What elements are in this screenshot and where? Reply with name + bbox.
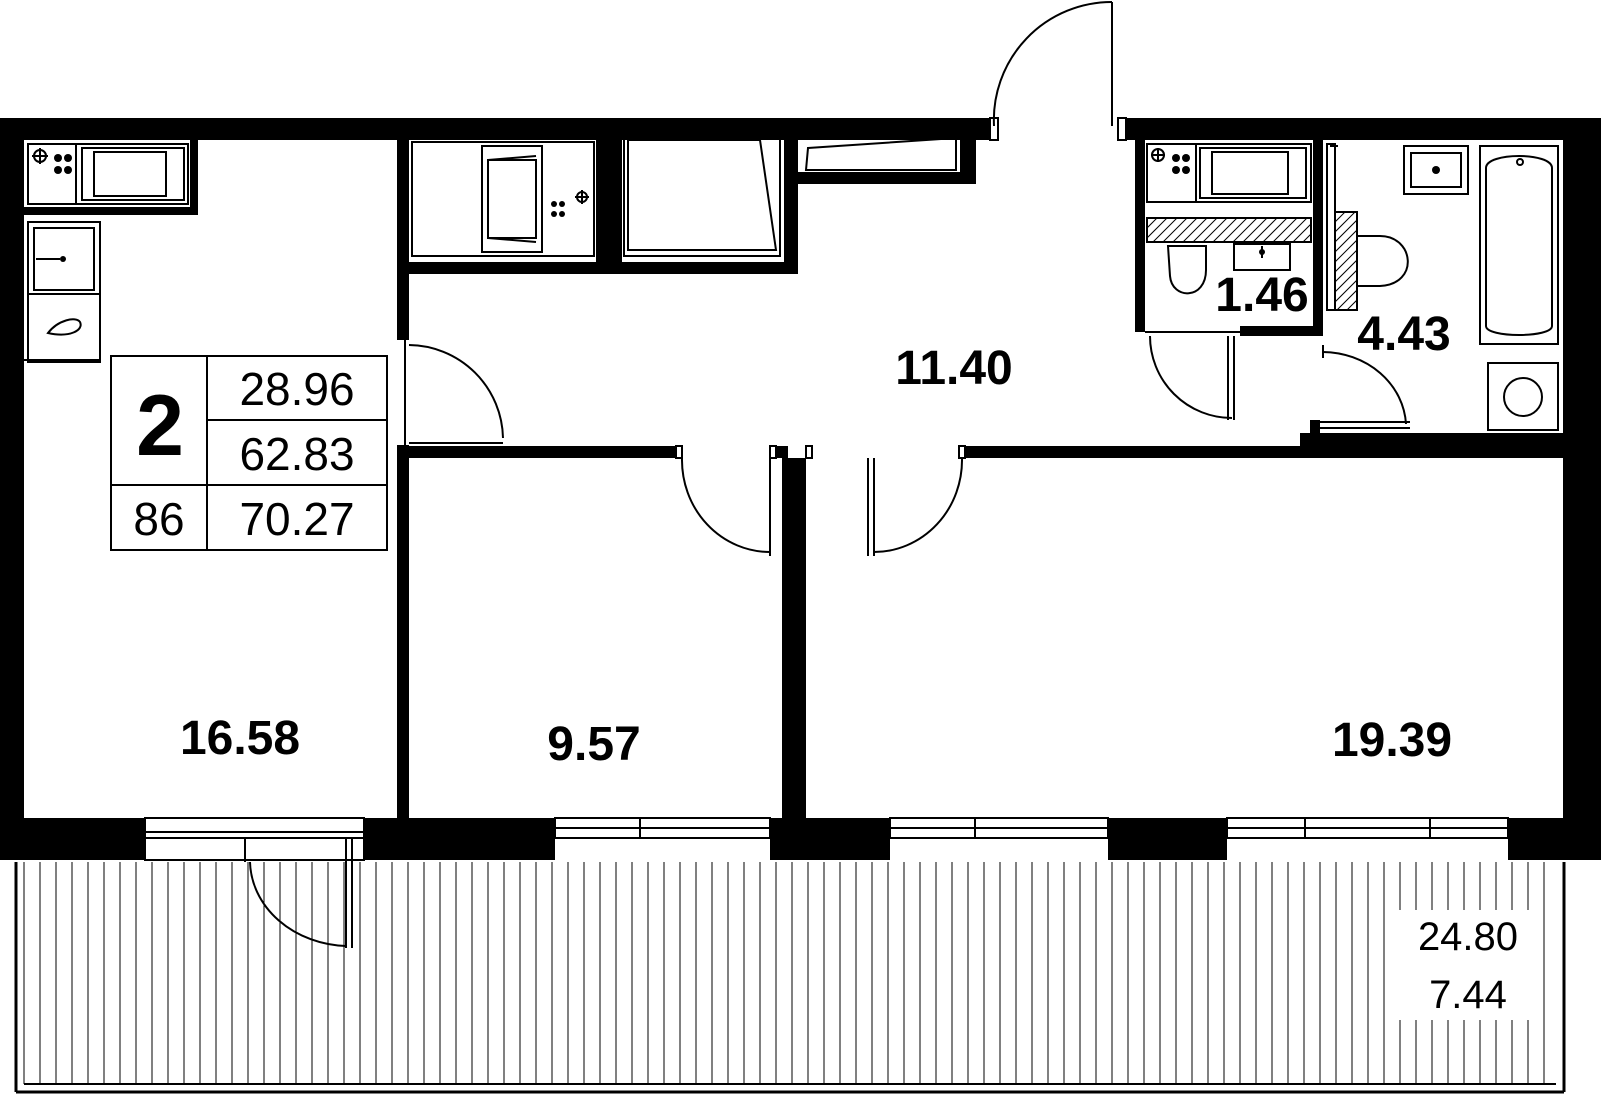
room-count: 2 xyxy=(136,378,184,474)
kitchen-area-label: 16.58 xyxy=(180,712,300,765)
total-with-balcony-value: 70.27 xyxy=(239,493,354,545)
balcony-labels: 24.80 7.44 xyxy=(1388,910,1538,1020)
balcony-area-label: 24.80 xyxy=(1418,915,1518,959)
window-bedroom-small xyxy=(554,817,771,839)
large-bedroom-area-label: 19.39 xyxy=(1332,714,1452,767)
apartment-number: 86 xyxy=(133,493,184,545)
window-bedroom-large-2 xyxy=(1226,817,1509,839)
interior-walls xyxy=(24,118,1563,820)
windows xyxy=(144,817,1509,861)
bathroom-fixtures xyxy=(1326,143,1559,431)
balcony-door xyxy=(244,838,353,948)
small-bedroom-area-label: 9.57 xyxy=(547,718,640,771)
laundry-fixtures xyxy=(411,135,957,257)
room-labels: 16.58 11.40 1.46 4.43 9.57 19.39 xyxy=(180,269,1452,771)
apartment-info-box: 2 28.96 62.83 86 70.27 xyxy=(110,355,388,551)
living-area-value: 28.96 xyxy=(239,363,354,415)
window-bedroom-large-1 xyxy=(889,817,1109,839)
bathroom-area-label: 4.43 xyxy=(1357,308,1450,361)
exterior-walls xyxy=(0,118,1601,860)
kitchen-fixtures xyxy=(24,143,189,363)
hall-area-label: 11.40 xyxy=(895,342,1012,395)
toilet-area-label: 1.46 xyxy=(1215,269,1308,322)
entrance-door xyxy=(989,0,1127,141)
balcony-reduced-area-label: 7.44 xyxy=(1429,973,1507,1017)
total-area-value: 62.83 xyxy=(239,428,354,480)
interior-doors xyxy=(404,331,1410,556)
window-kitchen xyxy=(144,817,365,861)
toilet-fixtures xyxy=(1146,143,1312,295)
balcony-outline xyxy=(14,862,1566,1094)
balcony-floor xyxy=(23,862,1545,1084)
